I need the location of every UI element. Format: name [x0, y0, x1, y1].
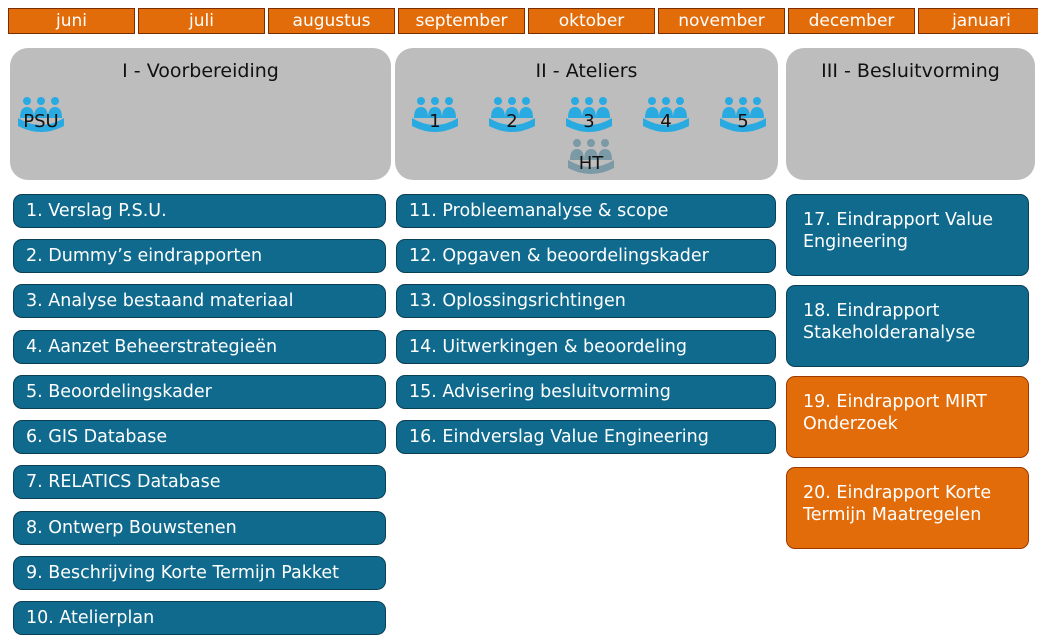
task-1: 1. Verslag P.S.U.: [13, 194, 386, 228]
task-7: 7. RELATICS Database: [13, 465, 386, 499]
psu-label: PSU: [23, 111, 59, 132]
report-18: 18. Eindrapport Stakeholderanalyse: [786, 285, 1029, 367]
month-november: november: [658, 8, 785, 34]
month-december: december: [788, 8, 915, 34]
task-8: 8. Ontwerp Bouwstenen: [13, 511, 386, 545]
atelier-1: 1: [409, 96, 461, 136]
month-januari: januari: [918, 8, 1038, 34]
phase-ateliers: II - Ateliers 1 2 3 4 5 HT: [395, 48, 778, 180]
phase-voorbereiding: I - Voorbereiding PSU: [10, 48, 391, 180]
report-20: 20. Eindrapport Korte Termijn Maatregele…: [786, 467, 1029, 549]
month-oktober: oktober: [528, 8, 655, 34]
phase-title: I - Voorbereiding: [122, 60, 279, 82]
task-10: 10. Atelierplan: [13, 601, 386, 635]
month-juni: juni: [8, 8, 135, 34]
task-4: 4. Aanzet Beheerstrategieën: [13, 330, 386, 364]
atelier-number: 4: [660, 111, 672, 132]
phase-title: II - Ateliers: [535, 60, 638, 82]
atelier-number: 1: [429, 111, 441, 132]
psu-group: PSU: [18, 96, 64, 136]
task-5: 5. Beoordelingskader: [13, 375, 386, 409]
phase-title: III - Besluitvorming: [821, 60, 1000, 82]
ht-group: HT: [565, 138, 617, 178]
task-12: 12. Opgaven & beoordelingskader: [396, 239, 776, 273]
atelier-number: 2: [506, 111, 518, 132]
task-14: 14. Uitwerkingen & beoordeling: [396, 330, 776, 364]
atelier-3: 3: [563, 96, 615, 136]
atelier-number: 5: [737, 111, 749, 132]
task-15: 15. Advisering besluitvorming: [396, 375, 776, 409]
task-9: 9. Beschrijving Korte Termijn Pakket: [13, 556, 386, 590]
ht-label: HT: [578, 153, 604, 174]
task-6: 6. GIS Database: [13, 420, 386, 454]
task-2: 2. Dummy’s eindrapporten: [13, 239, 386, 273]
task-13: 13. Oplossingsrichtingen: [396, 284, 776, 318]
month-timeline: juni juli augustus september oktober nov…: [8, 8, 1038, 34]
task-16: 16. Eindverslag Value Engineering: [396, 420, 776, 454]
month-augustus: augustus: [268, 8, 395, 34]
atelier-5: 5: [717, 96, 769, 136]
report-17: 17. Eindrapport Value Engineering: [786, 194, 1029, 276]
atelier-2: 2: [486, 96, 538, 136]
month-september: september: [398, 8, 525, 34]
atelier-number: 3: [583, 111, 595, 132]
phase-besluitvorming: III - Besluitvorming: [786, 48, 1035, 180]
task-11: 11. Probleemanalyse & scope: [396, 194, 776, 228]
task-3: 3. Analyse bestaand materiaal: [13, 284, 386, 318]
atelier-4: 4: [640, 96, 692, 136]
month-juli: juli: [138, 8, 265, 34]
report-19: 19. Eindrapport MIRT Onderzoek: [786, 376, 1029, 458]
